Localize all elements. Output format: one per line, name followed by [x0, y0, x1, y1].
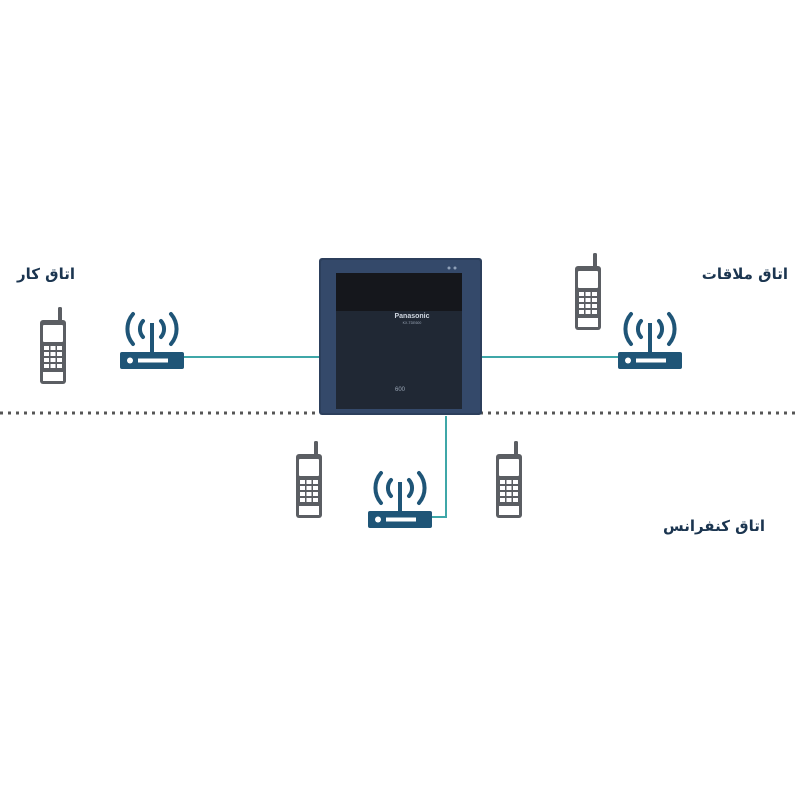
dect-phone-icon — [575, 253, 601, 330]
link-conference-room — [432, 416, 447, 518]
dect-phone-icon — [296, 441, 322, 518]
pbx-model: KX-TDE600 — [403, 321, 422, 325]
pbx-unit-icon: Panasonic KX-TDE600 600 — [319, 258, 482, 415]
pbx-brand: Panasonic — [394, 313, 429, 320]
room-label-meeting: اتاق ملاقات — [702, 265, 788, 283]
wireless-router-icon — [118, 312, 186, 371]
room-label-work: اتاق کار — [16, 265, 75, 283]
dect-phone-icon — [496, 441, 522, 518]
pbx-series: 600 — [395, 387, 406, 393]
room-label-conference: اتاق کنفرانس — [663, 517, 765, 535]
dect-phone-icon — [40, 307, 66, 384]
wireless-router-icon — [366, 471, 434, 530]
wireless-router-icon — [616, 312, 684, 371]
